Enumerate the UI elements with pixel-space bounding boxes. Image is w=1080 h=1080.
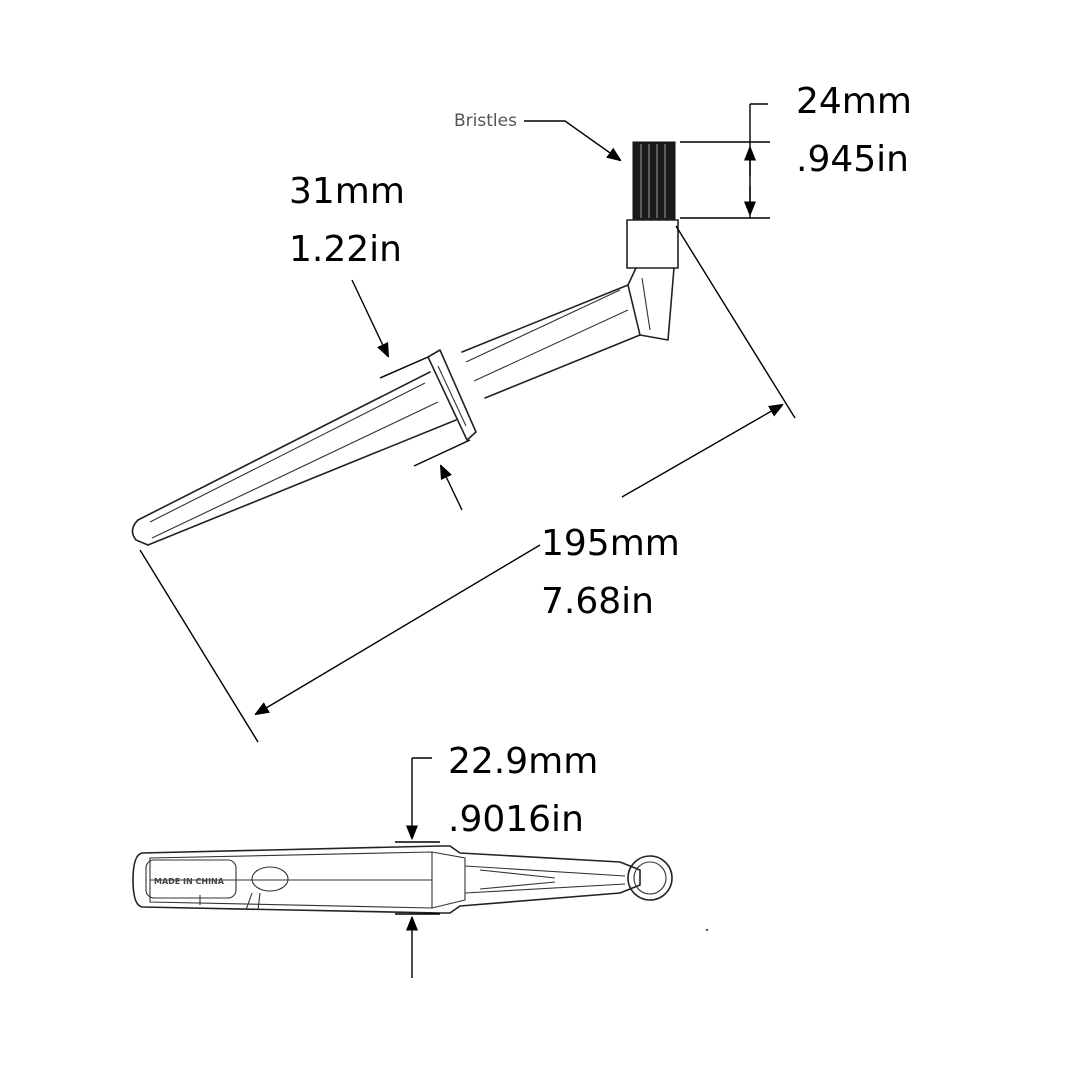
handle-tip xyxy=(131,519,149,546)
hanging-ring xyxy=(627,855,673,901)
dim-overall-length-in: 7.68in xyxy=(541,581,654,622)
dimension-line xyxy=(621,405,782,498)
emboss-text: MADE IN CHINA xyxy=(154,877,225,886)
dim-guard-width: 31mm 1.22in xyxy=(289,174,405,268)
dimension-line xyxy=(351,279,388,356)
handle-upper xyxy=(461,284,641,399)
extension-line xyxy=(675,225,796,419)
handle-guard xyxy=(427,349,477,441)
dim-bristle-height-in: .945in xyxy=(796,139,909,180)
handle-lower xyxy=(137,371,457,546)
dimension-line xyxy=(441,466,463,511)
dim-handle-thickness-in: .9016in xyxy=(448,799,584,840)
emboss-plate xyxy=(145,859,237,899)
brush-top-view: MADE IN CHINA xyxy=(132,757,709,978)
dimension-line xyxy=(256,544,541,714)
bristles-label: Bristles xyxy=(454,111,517,131)
handle-outline-top xyxy=(132,845,641,914)
dim-bristle-height: 24mm .945in xyxy=(796,84,912,178)
dim-overall-length: 195mm 7.68in xyxy=(541,526,680,620)
extension-line xyxy=(379,356,429,379)
dim-overall-length-mm: 195mm xyxy=(541,523,680,564)
brush-neck xyxy=(627,267,675,341)
brush-head-block xyxy=(626,219,679,269)
dim-guard-width-mm: 31mm xyxy=(289,171,405,212)
extension-line xyxy=(139,549,259,743)
extension-line xyxy=(413,439,471,467)
emboss-oval xyxy=(251,866,289,892)
dim-handle-thickness: 22.9mm .9016in xyxy=(448,744,598,838)
dim-handle-thickness-mm: 22.9mm xyxy=(448,741,599,782)
dim-guard-width-in: 1.22in xyxy=(289,229,402,270)
bristles-leader xyxy=(524,120,620,160)
brush-side-view xyxy=(131,103,796,743)
dim-bristle-height-mm: 24mm xyxy=(796,81,912,122)
bristles-shape xyxy=(632,141,676,221)
